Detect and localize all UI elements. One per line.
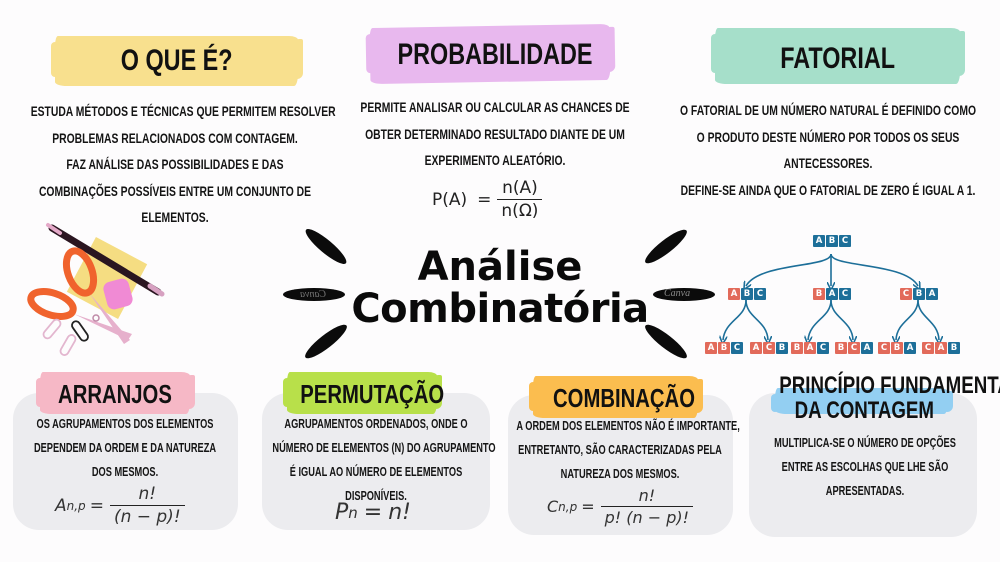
tree-node-l1-3: C B A bbox=[900, 288, 938, 300]
heading-highlight-sky bbox=[771, 388, 953, 414]
heading-permutacao: PERMUTAÇÃO bbox=[300, 379, 445, 409]
main-title: Análise Combinatória bbox=[351, 244, 649, 332]
tree-arrows bbox=[700, 253, 970, 364]
watermark-right: Canva bbox=[664, 288, 691, 299]
tree-node-l1-2: B A C bbox=[813, 288, 851, 300]
heading-probabilidade: PROBABILIDADE bbox=[397, 38, 593, 71]
tree-node-l2-2: A C B bbox=[750, 342, 788, 354]
probability-formula: P(A) = n(A) n(Ω) bbox=[432, 178, 543, 221]
permutation-tree-diagram: A B C A B C B A C C B A A B C A C B B A … bbox=[700, 228, 970, 364]
tree-node-l2-4: B C A bbox=[835, 342, 873, 354]
permutacao-description: AGRUPAMENTOS ORDENADOS, ONDE O NÚMERO DE… bbox=[272, 417, 496, 503]
stationery-illustration bbox=[27, 223, 165, 356]
principio-description: MULTIPLICA-SE O NÚMERO DE OPÇÕES ENTRE A… bbox=[774, 436, 956, 498]
tree-node-root: A B C bbox=[813, 235, 851, 247]
burst-ray-left-mid bbox=[283, 288, 345, 301]
combinacao-description: A ORDEM DOS ELEMENTOS NÃO É IMPORTANTE, … bbox=[516, 419, 740, 481]
heading-principio-fundamental: PRINCÍPIO FUNDAMENTAL DA CONTAGEM bbox=[779, 372, 1000, 424]
arranjos-description: OS AGRUPAMENTOS DOS ELEMENTOS DEPENDEM D… bbox=[33, 417, 217, 479]
heading-arranjos: ARRANJOS bbox=[58, 379, 172, 409]
tree-node-l1-1: A B C bbox=[728, 288, 766, 300]
card-permutacao bbox=[262, 393, 490, 530]
tree-node-l2-3: B A C bbox=[791, 342, 829, 354]
card-principio-fundamental bbox=[749, 393, 977, 537]
card-combinacao bbox=[508, 395, 733, 535]
tree-node-l2-1: A B C bbox=[705, 342, 743, 354]
fatorial-description: O FATORIAL DE UM NÚMERO NATURAL É DEFINI… bbox=[680, 102, 977, 198]
heading-fatorial: FATORIAL bbox=[780, 42, 895, 75]
heading-combinacao: COMBINAÇÃO bbox=[553, 383, 695, 413]
probabilidade-description: PERMITE ANALISAR OU CALCULAR AS CHANCES … bbox=[360, 99, 630, 168]
card-arranjos bbox=[13, 393, 238, 530]
heading-highlight-mint bbox=[711, 28, 965, 84]
tree-node-l2-6: C A B bbox=[922, 342, 960, 354]
heading-highlight-orange bbox=[529, 376, 703, 418]
heading-highlight-pink bbox=[36, 372, 195, 414]
tree-node-l2-5: C B A bbox=[878, 342, 916, 354]
heading-o-que-e: O QUE É? bbox=[120, 44, 233, 77]
heading-highlight-lime bbox=[283, 372, 442, 414]
burst-ray-right-mid bbox=[653, 288, 715, 301]
heading-highlight-yellow bbox=[51, 36, 303, 86]
watermark-left: Canva bbox=[300, 289, 327, 300]
o-que-e-description: ESTUDA MÉTODOS E TÉCNICAS QUE PERMITEM R… bbox=[30, 103, 336, 225]
